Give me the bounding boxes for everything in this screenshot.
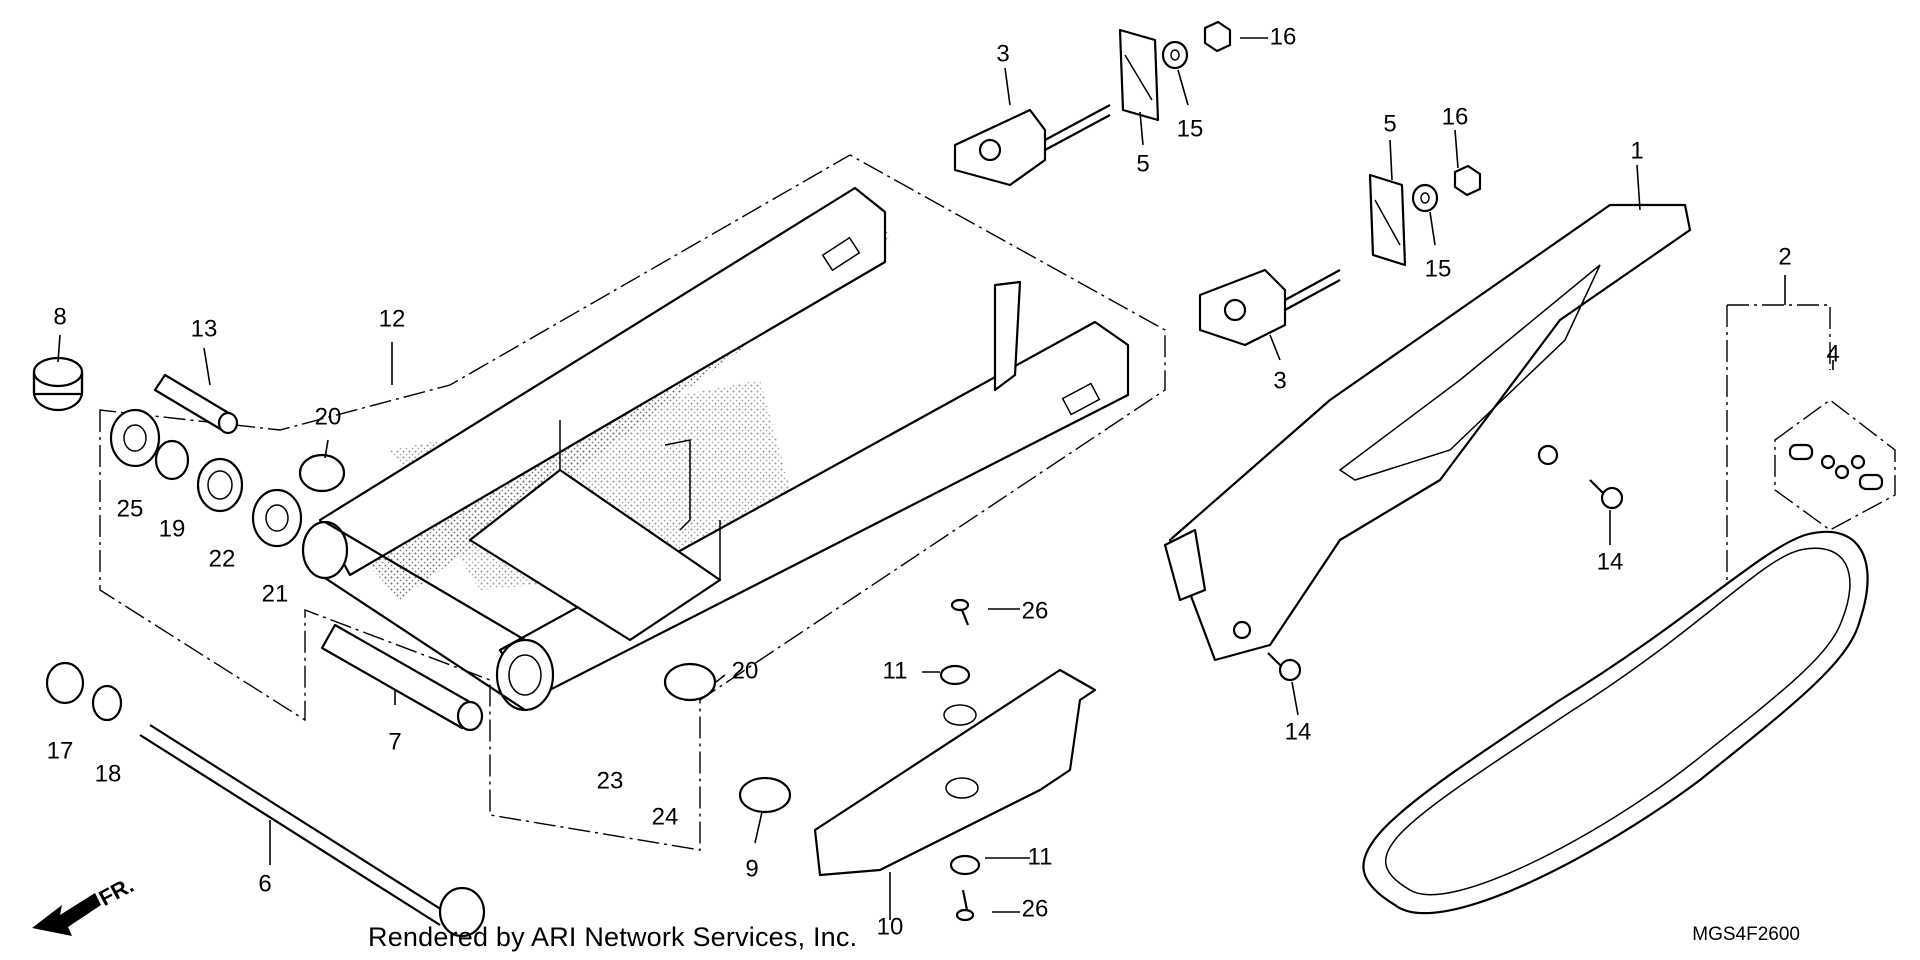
- callout-12: 12: [379, 305, 406, 332]
- slider-screw-lower: [955, 889, 975, 922]
- callout-23: 23: [597, 767, 624, 794]
- needle-bearing-left: [196, 457, 244, 513]
- callout-22: 22: [209, 545, 236, 572]
- callout-19: 19: [159, 515, 186, 542]
- washer-upper: [1161, 40, 1189, 70]
- pivot-collar: [32, 356, 84, 412]
- callout-1: 1: [1630, 137, 1643, 164]
- callout-20-lower: 20: [732, 657, 759, 684]
- callout-17: 17: [47, 737, 74, 764]
- pivot-washer: [91, 684, 123, 722]
- rendered-by-credit: Rendered by ARI Network Services, Inc.: [368, 922, 858, 952]
- nut-upper: [1203, 20, 1232, 53]
- callout-24: 24: [652, 803, 679, 830]
- callout-14-lower: 14: [1285, 718, 1312, 745]
- pivot-bolt: [139, 724, 486, 938]
- swingarm-group-outline: [99, 154, 1166, 851]
- callout-25: 25: [117, 495, 144, 522]
- dust-seal: [109, 408, 161, 468]
- callout-6: 6: [258, 870, 271, 897]
- pivot-pipe: [320, 623, 484, 732]
- callout-5-upper: 5: [1136, 150, 1149, 177]
- callout-2: 2: [1778, 243, 1791, 270]
- callout-20-upper: 20: [315, 403, 342, 430]
- guard-bolt-upper: [1589, 479, 1624, 510]
- chain-slider: [813, 668, 1097, 877]
- callout-13: 13: [191, 315, 218, 342]
- callout-8: 8: [53, 303, 66, 330]
- callouts: 1 2 3 3 4 5 5 6 7 8 9 10 11 11 12 13 14 …: [47, 23, 1840, 940]
- callout-3-upper: 3: [996, 40, 1009, 67]
- adjuster-plate-upper: [1118, 28, 1160, 122]
- chain-adjuster-lower: [1198, 268, 1341, 347]
- diagram-code: MGS4F2600: [1692, 924, 1800, 945]
- callout-11-upper: 11: [883, 657, 908, 684]
- front-arrow-icon: [32, 893, 101, 936]
- pivot-bushing-upper: [298, 453, 346, 493]
- callout-5-lower: 5: [1383, 110, 1396, 137]
- adjuster-plate-lower: [1368, 173, 1407, 267]
- chain-group-bracket: [1726, 304, 1831, 585]
- front-arrow-label: FR.: [95, 872, 138, 911]
- washer-lower: [1411, 183, 1439, 213]
- slider-screw-upper: [950, 598, 970, 626]
- pivot-spacer-rod: [153, 373, 239, 435]
- nut-lower: [1453, 164, 1482, 197]
- swingarm: [301, 186, 1130, 712]
- leader-lines: [57, 37, 1834, 920]
- callout-16-upper: 16: [1270, 23, 1297, 50]
- chain-adjuster-upper: [953, 104, 1111, 187]
- ball-bearing-left: [251, 488, 303, 548]
- clip-lower: [949, 854, 981, 876]
- clip-upper: [939, 664, 971, 686]
- pivot-nut: [45, 661, 85, 705]
- callout-9: 9: [745, 855, 758, 882]
- callout-11-lower: 11: [1028, 843, 1053, 870]
- callout-21: 21: [262, 580, 289, 607]
- callout-16-lower: 16: [1442, 103, 1469, 130]
- callout-18: 18: [95, 760, 122, 787]
- callout-3-lower: 3: [1273, 367, 1286, 394]
- callout-15-upper: 15: [1177, 115, 1204, 142]
- drive-chain: [1362, 530, 1869, 915]
- callout-26-lower: 26: [1022, 895, 1049, 922]
- chain-joint-box: [1774, 399, 1896, 531]
- callout-14-upper: 14: [1597, 548, 1624, 575]
- chain-guard: [1163, 203, 1692, 662]
- callout-15-lower: 15: [1425, 255, 1452, 282]
- chain-joint-kit: [1788, 443, 1884, 491]
- callout-7: 7: [388, 728, 401, 755]
- callout-26-upper: 26: [1022, 597, 1049, 624]
- pivot-bushing-lower: [663, 662, 717, 702]
- callout-4: 4: [1826, 340, 1839, 367]
- guard-bolt-lower: [1267, 652, 1302, 682]
- slider-collar: [738, 776, 792, 814]
- callout-10: 10: [877, 913, 904, 940]
- snap-ring: [154, 439, 190, 481]
